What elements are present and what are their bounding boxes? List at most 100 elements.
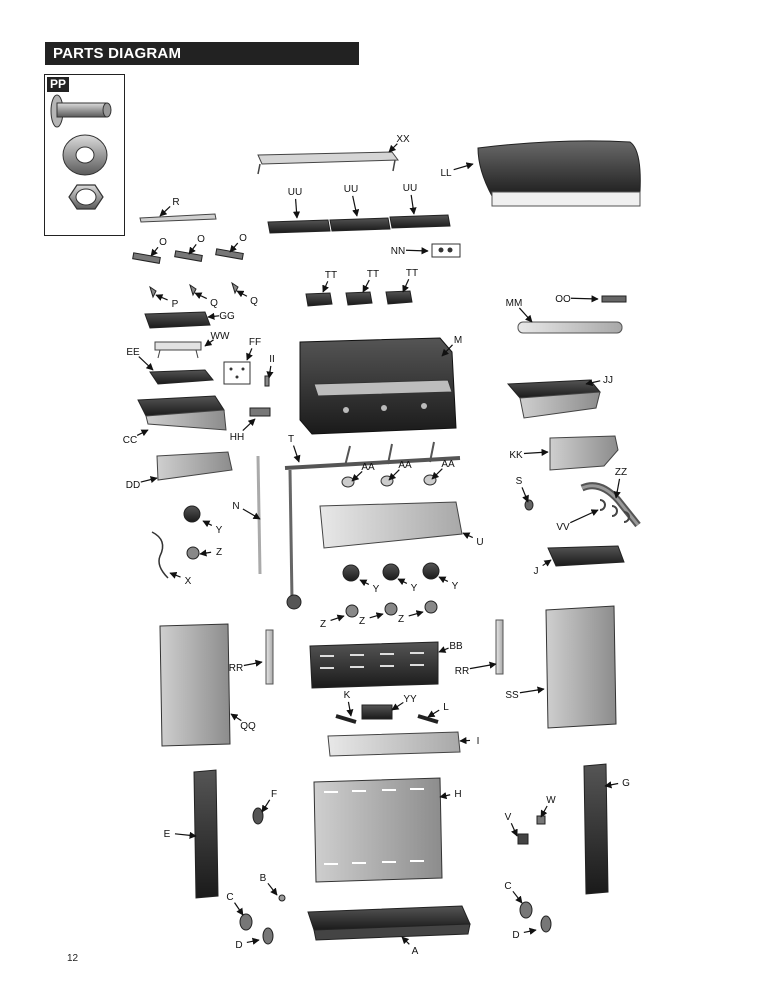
callout-label: RR — [229, 663, 243, 674]
callout-i-56: I — [459, 736, 479, 747]
callout-label: H — [454, 789, 461, 800]
part-warming-rack — [257, 151, 399, 175]
callout-qq-55: QQ — [230, 713, 256, 732]
callout-hh-25: HH — [230, 418, 256, 443]
part-b — [278, 894, 286, 902]
callout-label: VV — [556, 522, 570, 533]
callout-arrow — [136, 429, 149, 437]
callout-label: BB — [449, 641, 463, 652]
callout-label: J — [534, 566, 539, 577]
callout-arrow — [346, 701, 354, 717]
callout-arrow — [510, 823, 518, 837]
callout-arrow — [351, 471, 363, 482]
part-handle-rod — [517, 295, 627, 334]
callout-aa-29: AA — [351, 462, 375, 482]
page-title: PARTS DIAGRAM — [45, 42, 359, 65]
callout-label: X — [185, 576, 192, 587]
callout-aa-31: AA — [431, 459, 455, 480]
callout-ww-19: WW — [204, 331, 230, 347]
part-dd-panel — [156, 451, 233, 481]
callout-label: R — [172, 197, 179, 208]
callout-arrow — [441, 344, 453, 357]
callout-arrow — [242, 418, 256, 431]
callout-label: Z — [398, 614, 404, 625]
callout-label: L — [443, 702, 449, 713]
callout-arrow — [369, 612, 384, 620]
callout-label: Q — [250, 296, 258, 307]
part-cooking-grates — [267, 214, 451, 234]
callout-arrow — [236, 290, 248, 298]
callout-o-8: O — [229, 233, 247, 253]
part-f-cap — [252, 807, 264, 825]
callout-label: Y — [373, 584, 380, 595]
callout-arrow — [194, 292, 208, 300]
part-rr-posts — [265, 619, 504, 685]
callout-arrow — [230, 713, 242, 722]
callout-label: FF — [249, 337, 261, 348]
part-ii-screw — [264, 375, 270, 387]
callout-arrow — [322, 281, 329, 293]
callout-r-5: R — [159, 197, 180, 217]
part-w-v — [517, 815, 546, 845]
part-vv-hooks — [599, 499, 630, 523]
part-flame-tamers — [305, 290, 413, 307]
callout-k-51: K — [344, 690, 354, 717]
callout-arrow — [523, 448, 549, 456]
callout-label: KK — [509, 450, 523, 461]
callout-arrow — [266, 365, 274, 379]
callout-label: Z — [320, 619, 326, 630]
callout-t-27: T — [288, 434, 301, 463]
callout-label: M — [454, 335, 462, 346]
callout-label: Y — [411, 583, 418, 594]
callout-arrow — [261, 799, 271, 813]
part-k-yy-l — [335, 704, 439, 724]
callout-arrow — [438, 646, 449, 653]
callout-arrow — [397, 578, 408, 586]
callout-ee-22: EE — [126, 347, 154, 371]
callout-arrow — [246, 348, 253, 361]
callout-label: DD — [126, 480, 140, 491]
part-gas-manifold — [284, 441, 461, 610]
callout-arrow — [246, 937, 260, 945]
callout-f-58: F — [261, 789, 277, 813]
callout-label: O — [239, 233, 247, 244]
callout-arrow — [362, 279, 370, 293]
callout-v-61: V — [505, 812, 518, 837]
part-right-shelf — [506, 379, 602, 419]
callout-arrow — [439, 792, 451, 800]
callout-label: UU — [403, 183, 417, 194]
callout-j-40: J — [534, 559, 552, 577]
callout-arrow — [604, 781, 619, 789]
callout-tt-11: TT — [362, 269, 379, 293]
part-bb-panel — [309, 641, 439, 689]
part-firebox — [299, 337, 457, 435]
callout-label: E — [164, 829, 171, 840]
callout-arrow — [229, 242, 239, 253]
callout-arrow — [292, 198, 301, 219]
callout-q-16: Q — [194, 292, 218, 309]
callout-c-64: C — [226, 892, 244, 916]
part-zz-hose — [580, 482, 641, 528]
callout-kk-28: KK — [509, 448, 549, 461]
callout-arrow — [402, 279, 410, 293]
callout-arrow — [401, 936, 410, 945]
callout-arrow — [352, 195, 360, 217]
callout-label: AA — [361, 462, 375, 473]
callout-z-47: Z — [398, 610, 424, 625]
callout-d-66: D — [235, 937, 260, 951]
part-control-panel — [319, 501, 463, 549]
callout-label: UU — [344, 184, 358, 195]
part-j-shelf — [547, 545, 625, 567]
callout-bb-48: BB — [438, 641, 463, 653]
callout-arrow — [519, 686, 545, 694]
callout-y-43: Y — [397, 578, 418, 594]
callout-arrow — [234, 902, 244, 916]
callout-label: CC — [123, 435, 137, 446]
callout-uu-3: UU — [344, 184, 360, 217]
callout-arrow — [359, 579, 370, 587]
part-left-shelf — [137, 395, 227, 431]
callout-arrow — [585, 379, 601, 387]
callout-n-35: N — [232, 501, 261, 520]
callout-arrow — [138, 356, 154, 371]
callout-arrow — [523, 927, 537, 935]
